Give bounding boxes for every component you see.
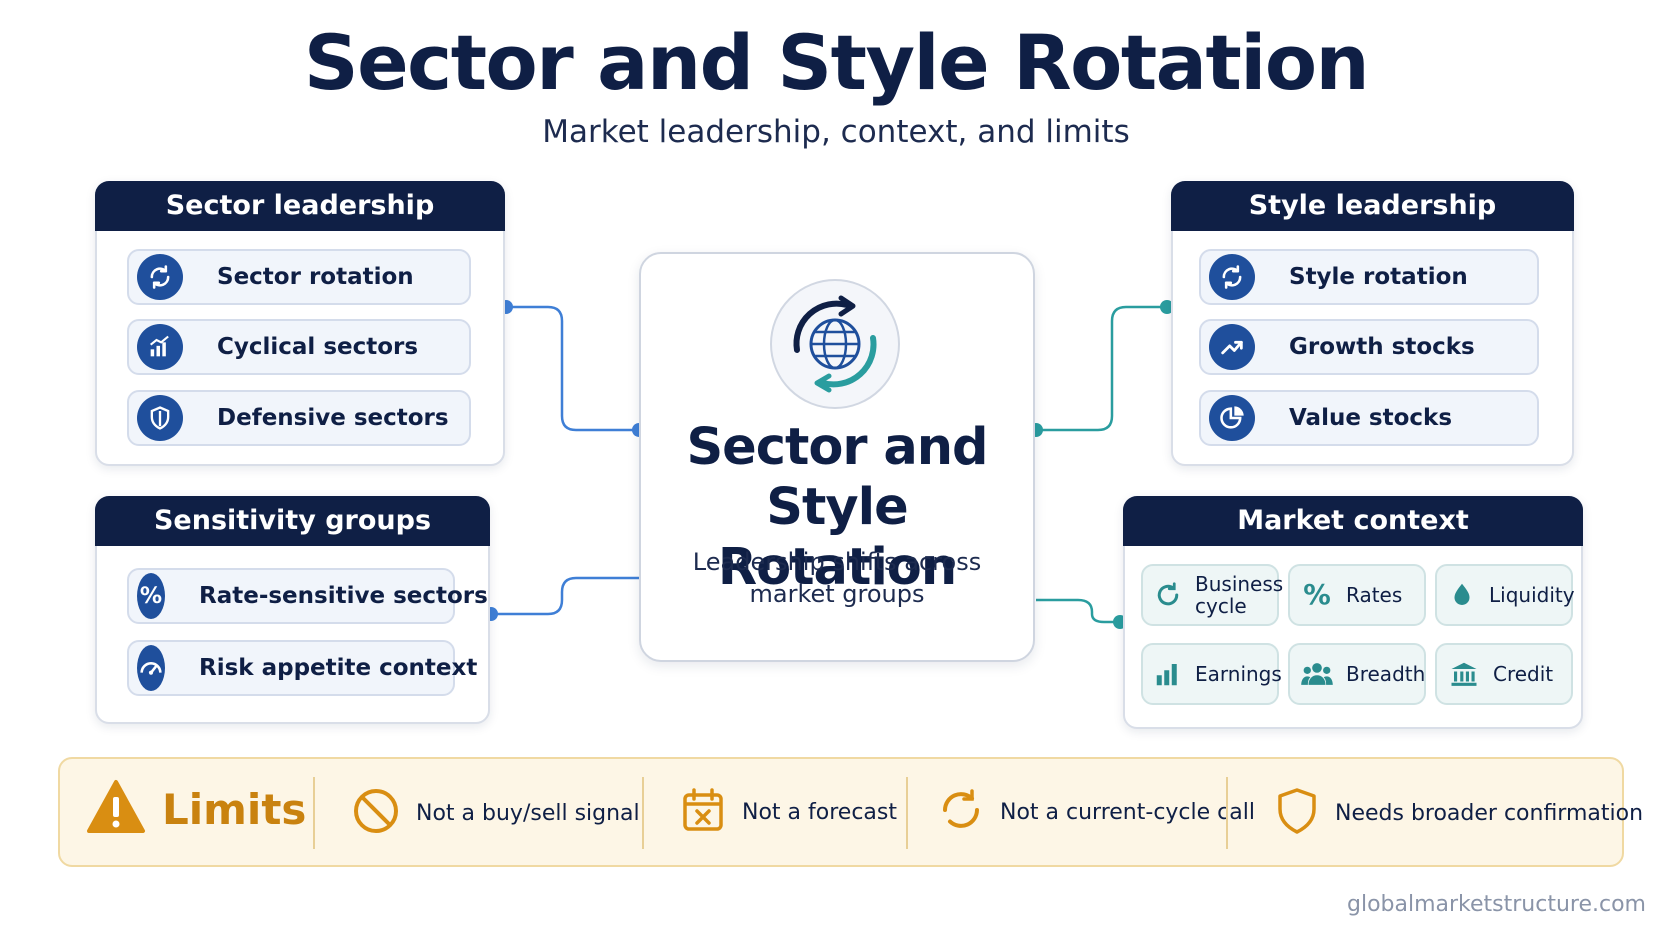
globe-rotation-icon <box>767 276 903 412</box>
center-subtitle-line: Leadership shifts across <box>692 548 982 576</box>
limit-item-forecast: Not a forecast <box>680 787 897 837</box>
center-title-line: Style Rotation <box>717 478 957 597</box>
style-item-label: Value stocks <box>1289 405 1453 431</box>
center-subtitle: Leadership shifts across market groups <box>641 546 1033 610</box>
trend-up-icon <box>1209 324 1255 370</box>
context-item-rates[interactable]: % Rates <box>1288 564 1426 626</box>
prohibited-icon <box>352 787 400 839</box>
rotate-icon <box>1209 254 1255 300</box>
style-item-growth[interactable]: Growth stocks <box>1199 319 1539 375</box>
limit-item-signal: Not a buy/sell signal <box>352 787 640 839</box>
limit-item-confirmation: Needs broader confirmation <box>1275 787 1643 839</box>
limits-bar: Limits Not a buy/sell signal Not a forec… <box>58 757 1643 867</box>
sensitivity-item-label: Rate-sensitive sectors <box>199 583 488 609</box>
limit-label: Needs broader confirmation <box>1335 800 1644 826</box>
limit-item-cycle-call: Not a current-cycle call <box>938 787 1255 837</box>
sensitivity-item-rate[interactable]: % Rate-sensitive sectors <box>127 568 488 624</box>
divider <box>313 777 315 849</box>
connector-context <box>1036 598 1120 624</box>
sector-item-cyclical[interactable]: Cyclical sectors <box>127 319 471 375</box>
limit-label: Not a buy/sell signal <box>416 800 640 826</box>
panel-title: Sensitivity groups <box>95 496 490 546</box>
connector-dot <box>1160 300 1174 314</box>
shield-icon <box>137 395 183 441</box>
gauge-icon <box>137 645 165 691</box>
calendar-x-icon <box>680 787 726 837</box>
people-icon <box>1300 657 1334 691</box>
market-context-panel: Market context Business cycle % Rates Li… <box>1123 496 1583 729</box>
style-item-rotation[interactable]: Style rotation <box>1199 249 1539 305</box>
style-item-value[interactable]: Value stocks <box>1199 390 1539 446</box>
panel-title: Sector leadership <box>95 181 505 231</box>
context-item-label: Business cycle <box>1195 573 1283 617</box>
sensitivity-item-label: Risk appetite context <box>199 655 478 681</box>
center-subtitle-line: market groups <box>749 580 925 608</box>
context-label-line: Business <box>1195 572 1284 596</box>
page-title: Sector and Style Rotation <box>303 18 1370 107</box>
style-item-label: Style rotation <box>1289 264 1468 290</box>
sector-item-label: Cyclical sectors <box>217 334 419 360</box>
limit-label: Not a current-cycle call <box>1000 799 1255 825</box>
sensitivity-item-risk[interactable]: Risk appetite context <box>127 640 477 696</box>
context-item-label: Earnings <box>1195 662 1282 686</box>
percent-icon: % <box>1300 578 1334 612</box>
sector-item-defensive[interactable]: Defensive sectors <box>127 390 471 446</box>
svg-text:%: % <box>1303 580 1331 610</box>
center-title-line: Sector and <box>686 418 988 477</box>
limit-label: Not a forecast <box>742 799 897 825</box>
context-item-business-cycle[interactable]: Business cycle <box>1141 564 1283 626</box>
sensitivity-groups-panel: Sensitivity groups % Rate-sensitive sect… <box>95 496 490 724</box>
style-leadership-panel: Style leadership Style rotation Growth s… <box>1171 181 1574 466</box>
bar-chart-up-icon <box>137 324 183 370</box>
divider <box>642 777 644 849</box>
context-item-label: Credit <box>1493 662 1554 686</box>
context-item-label: Liquidity <box>1489 583 1575 607</box>
bar-chart-icon <box>1153 657 1183 691</box>
cycle-icon <box>1153 578 1183 612</box>
context-item-credit[interactable]: Credit <box>1435 643 1573 705</box>
context-item-label: Breadth <box>1346 662 1426 686</box>
refresh-icon <box>938 787 984 837</box>
style-item-label: Growth stocks <box>1289 334 1475 360</box>
sector-item-label: Sector rotation <box>217 264 414 290</box>
context-item-label: Rates <box>1346 583 1403 607</box>
page-subtitle: Market leadership, context, and limits <box>542 114 1130 150</box>
limits-header: Limits <box>86 779 306 839</box>
warning-icon <box>86 779 146 839</box>
footer-domain: globalmarketstructure.com <box>1347 892 1646 917</box>
connector-sector <box>506 305 639 432</box>
divider <box>1226 777 1228 849</box>
limits-title: Limits <box>162 784 307 834</box>
sector-leadership-panel: Sector leadership Sector rotation Cyclic… <box>95 181 505 466</box>
connector-style <box>1036 305 1167 432</box>
context-item-earnings[interactable]: Earnings <box>1141 643 1282 705</box>
center-title: Sector and Style Rotation <box>641 418 1033 598</box>
bank-icon <box>1447 657 1481 691</box>
connector-sensitivity <box>491 576 639 616</box>
panel-title: Market context <box>1123 496 1583 546</box>
pie-chart-icon <box>1209 395 1255 441</box>
center-card: Sector and Style Rotation Leadership shi… <box>639 252 1035 662</box>
drop-icon <box>1447 578 1477 612</box>
svg-text:%: % <box>140 583 162 609</box>
percent-icon: % <box>137 573 165 619</box>
panel-title: Style leadership <box>1171 181 1574 231</box>
rotate-icon <box>137 254 183 300</box>
context-item-breadth[interactable]: Breadth <box>1288 643 1426 705</box>
context-item-liquidity[interactable]: Liquidity <box>1435 564 1575 626</box>
context-label-line: cycle <box>1195 594 1247 618</box>
sector-item-rotation[interactable]: Sector rotation <box>127 249 471 305</box>
sector-item-label: Defensive sectors <box>217 405 449 431</box>
divider <box>906 777 908 849</box>
shield-outline-icon <box>1275 787 1319 839</box>
